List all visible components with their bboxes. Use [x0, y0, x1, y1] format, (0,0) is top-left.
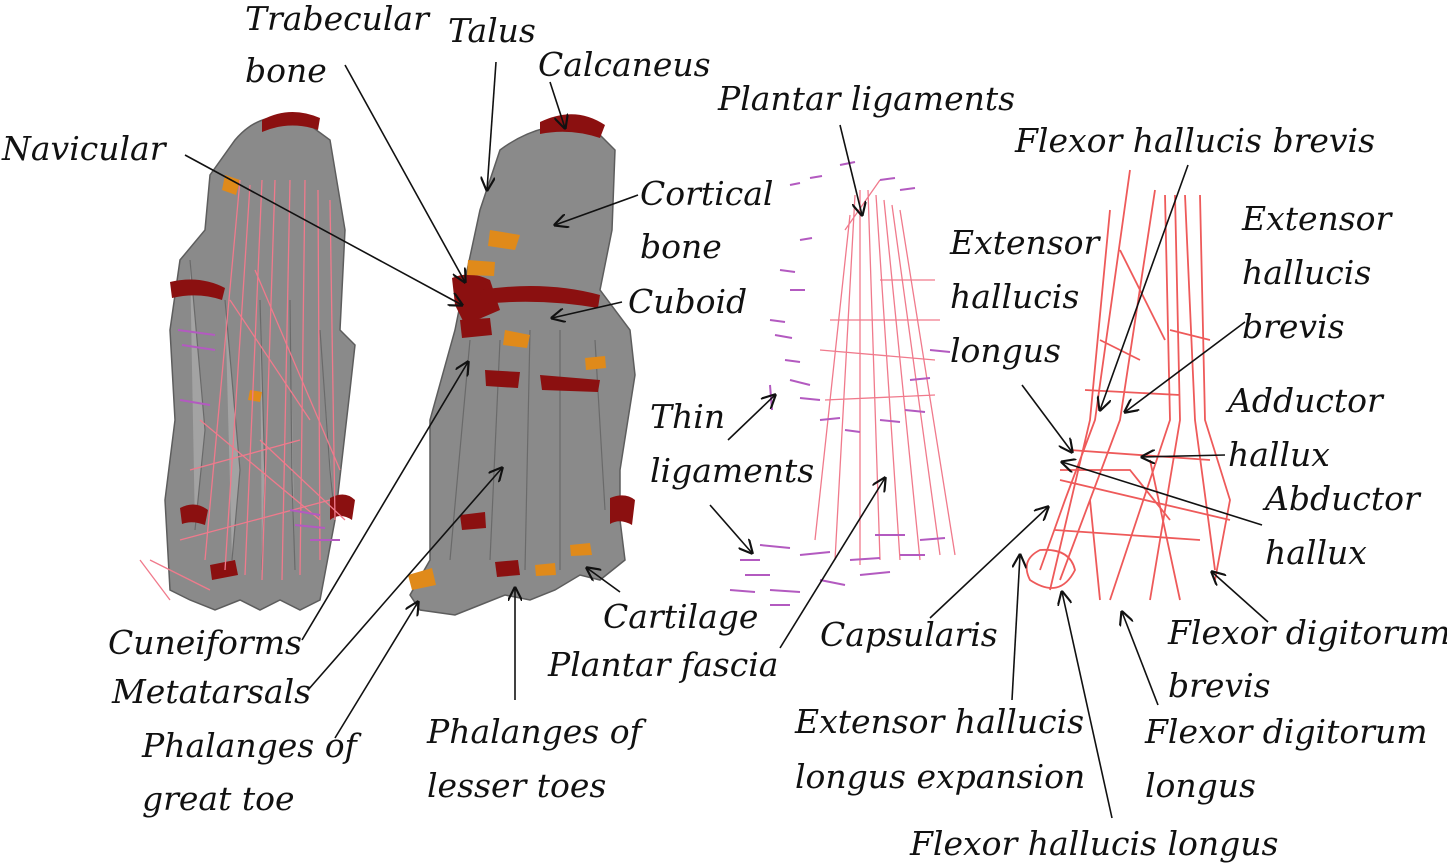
leader-flexor-digitorum-brevis	[1212, 572, 1269, 623]
label-abductor-hallux: Abductor hallux	[1262, 479, 1430, 572]
label-extensor-hallucis-brevis: Extensor hallucis brevis	[1241, 199, 1402, 346]
label-trabecular-bone: Trabecular bone	[245, 0, 439, 90]
label-extensor-hallucis-longus-expansion: Extensor hallucis longus expansion	[794, 702, 1095, 796]
leader-lines	[184, 61, 1269, 819]
leader-cuboid	[552, 301, 623, 318]
label-flexor-digitorum-longus: Flexor digitorum longus	[1144, 712, 1438, 805]
label-phalanges-lesser-toes: Phalanges of lesser toes	[426, 712, 652, 805]
leader-plantar-ligaments	[839, 124, 862, 215]
leader-flexor-digitorum-longus	[1122, 612, 1159, 706]
label-flexor-hallucis-brevis: Flexor hallucis brevis	[1014, 121, 1375, 160]
foot-model-bones	[408, 114, 636, 616]
label-talus: Talus	[448, 11, 536, 50]
label-flexor-hallucis-longus: Flexor hallucis longus	[909, 824, 1278, 863]
leader-extensor-hallucis-longus	[1021, 384, 1072, 452]
leader-calcaneus	[549, 81, 565, 128]
label-phalanges-great-toe: Phalanges of great toe	[141, 726, 367, 818]
foot-model-with-ligaments	[139, 111, 356, 611]
leader-talus	[487, 61, 497, 190]
label-calcaneus: Calcaneus	[538, 45, 711, 84]
ligaments-model	[729, 161, 956, 606]
leader-capsularis	[929, 507, 1048, 619]
label-cortical-bone: Cortical bone	[640, 174, 784, 266]
label-plantar-fascia: Plantar fascia	[547, 645, 778, 684]
leader-cortical-bone	[555, 194, 639, 225]
leader-thin-ligaments-lower	[709, 504, 752, 553]
leader-metatarsals	[307, 468, 502, 691]
muscles-model	[1025, 169, 1231, 601]
leader-adductor-hallux	[1142, 455, 1226, 457]
leader-extensor-hallucis-brevis	[1125, 321, 1246, 412]
label-plantar-ligaments: Plantar ligaments	[717, 79, 1015, 118]
leader-flexor-hallucis-longus	[1062, 592, 1113, 819]
label-thin-ligaments: Thin ligaments	[650, 397, 814, 490]
leader-flexor-hallucis-brevis	[1100, 164, 1189, 410]
leader-navicular	[184, 154, 462, 305]
label-cuboid: Cuboid	[628, 282, 747, 321]
leader-abductor-hallux	[1062, 462, 1263, 526]
ligament-fibers-left	[139, 179, 346, 601]
leader-plantar-fascia	[779, 478, 885, 649]
label-metatarsals: Metatarsals	[111, 672, 311, 711]
label-navicular: Navicular	[1, 129, 168, 168]
leader-cuneiforms	[301, 362, 468, 641]
leader-trabecular-bone	[344, 64, 465, 282]
thin-ligament-dashes	[729, 161, 951, 606]
leader-phalanges-great-toe	[334, 602, 418, 739]
leader-thin-ligaments-upper	[727, 395, 775, 441]
leader-extensor-hallucis-longus-expansion	[1011, 555, 1020, 701]
label-capsularis: Capsularis	[820, 615, 998, 654]
label-extensor-hallucis-longus: Extensor hallucis longus	[949, 223, 1110, 370]
label-cuneiforms: Cuneiforms	[108, 623, 302, 662]
label-cartilage: Cartilage	[603, 597, 758, 636]
label-adductor-hallux: Adductor hallux	[1225, 381, 1393, 474]
label-flexor-digitorum-brevis: Flexor digitorum brevis	[1167, 613, 1447, 705]
thin-ligaments-left	[177, 329, 340, 541]
leader-cartilage	[587, 568, 621, 593]
